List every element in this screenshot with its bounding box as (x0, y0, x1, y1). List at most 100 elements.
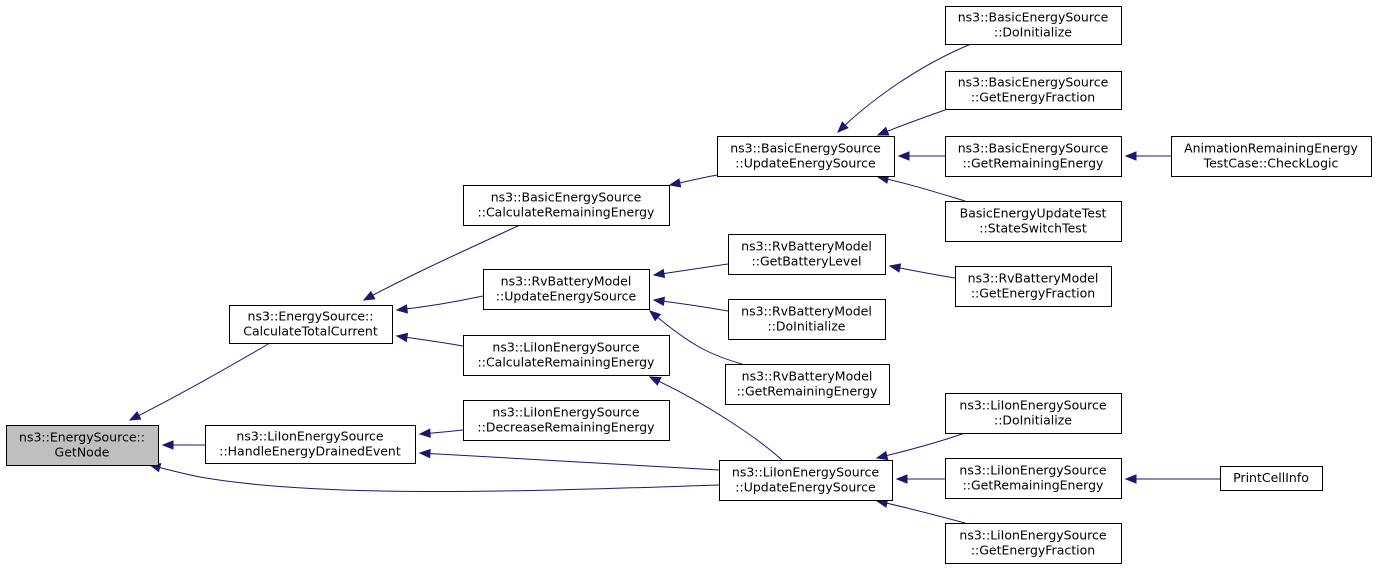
arrowhead (1124, 151, 1137, 161)
node-box (945, 523, 1122, 564)
node-label: ns3::RvBatteryModel (501, 274, 632, 289)
arrowhead (652, 296, 665, 306)
node-ns3-liionenergysource-updateenergysource[interactable]: ns3::LiIonEnergySource::UpdateEnergySour… (719, 460, 893, 501)
node-label: ::GetRemainingEnergy (737, 384, 878, 399)
edge-n4-to-n1 (395, 295, 484, 314)
node-label: BasicEnergyUpdateTest (960, 206, 1107, 221)
node-label: ::StateSwitchTest (979, 221, 1087, 236)
edge-n13-to-n7 (876, 109, 946, 136)
edge-line (877, 109, 946, 136)
arrowhead (128, 411, 142, 421)
edge-line (649, 310, 743, 365)
node-box (463, 400, 670, 441)
node-ns3-basicenergysource-getremainingenergy[interactable]: ns3::BasicEnergySource::GetRemainingEner… (945, 136, 1122, 177)
node-label: ns3::RvBatteryModel (741, 304, 872, 319)
node-ns3-rvbatterymodel-getenergyfraction[interactable]: ns3::RvBatteryModel::GetEnergyFraction (955, 266, 1112, 307)
arrowhead (418, 428, 431, 438)
edge-n7-to-n3 (668, 174, 718, 188)
edge-n11-to-n0 (148, 463, 720, 493)
node-label: ::HandleEnergyDrainedEvent (219, 444, 401, 459)
node-label: ns3::EnergySource:: (248, 309, 374, 324)
edge-n1-to-n0 (128, 342, 271, 421)
node-label: ::CalculateRemainingEnergy (478, 205, 656, 220)
node-ns3-liionenergysource-getenergyfraction[interactable]: ns3::LiIonEnergySource::GetEnergyFractio… (945, 523, 1122, 564)
node-ns3-rvbatterymodel-getremainingenergy[interactable]: ns3::RvBatteryModel::GetRemainingEnergy (725, 364, 890, 405)
node-label: ns3::LiIonEnergySource (236, 429, 384, 444)
node-box (945, 201, 1122, 242)
arrowhead (395, 332, 409, 343)
arrowhead (895, 474, 908, 484)
node-label: ns3::RvBatteryModel (741, 239, 872, 254)
arrowhead (652, 268, 666, 279)
node-printcellinfo[interactable]: PrintCellInfo (1220, 466, 1323, 491)
node-basicenergyupdatetest-stateswitchtest[interactable]: BasicEnergyUpdateTest::StateSwitchTest (945, 201, 1122, 242)
node-label: ns3::BasicEnergySource (958, 10, 1109, 25)
edge-n6-to-n2 (418, 428, 464, 438)
node-ns3-energysource-calculatetotalcurrent[interactable]: ns3::EnergySource::CalculateTotalCurrent (229, 305, 393, 344)
edge-n18-to-n11 (895, 474, 945, 484)
arrowhead (837, 121, 849, 133)
node-label: ::GetEnergyFraction (971, 286, 1095, 301)
node-box (728, 299, 886, 340)
node-label: ::GetRemainingEnergy (963, 478, 1104, 493)
edge-n10-to-n4 (648, 310, 743, 365)
node-ns3-liionenergysource-calculateremainingenergy[interactable]: ns3::LiIonEnergySource::CalculateRemaini… (463, 335, 670, 376)
edge-n20-to-n14 (1124, 151, 1171, 161)
node-box (955, 266, 1112, 307)
node-label: AnimationRemainingEnergy (1184, 141, 1358, 156)
node-ns3-rvbatterymodel-updateenergysource[interactable]: ns3::RvBatteryModel::UpdateEnergySource (483, 269, 650, 310)
node-label: ::UpdateEnergySource (735, 480, 876, 495)
node-label: ns3::LiIonEnergySource (492, 340, 640, 355)
node-ns3-basicenergysource-getenergyfraction[interactable]: ns3::BasicEnergySource::GetEnergyFractio… (945, 71, 1122, 110)
edge-line (876, 432, 966, 459)
node-label: ::DoInitialize (994, 25, 1072, 40)
node-box (463, 185, 670, 226)
edge-line (419, 452, 720, 471)
edge-n21-to-n18 (1124, 474, 1220, 484)
arrowhead (161, 440, 174, 450)
edge-line (149, 464, 720, 493)
arrowhead (418, 448, 431, 459)
node-box (945, 458, 1122, 499)
edge-n3-to-n1 (362, 224, 521, 301)
arrowhead (876, 126, 890, 136)
node-ns3-rvbatterymodel-getbatterylevel[interactable]: ns3::RvBatteryModel::GetBatteryLevel (728, 234, 886, 275)
node-label: ::UpdateEnergySource (735, 156, 876, 171)
arrowhead (888, 263, 902, 273)
node-ns3-basicenergysource-calculateremainingenergy[interactable]: ns3::BasicEnergySource::CalculateRemaini… (463, 185, 670, 226)
node-label: ns3::BasicEnergySource (491, 190, 642, 205)
node-box (6, 425, 159, 466)
edge-line (396, 295, 484, 311)
node-ns3-liionenergysource-getremainingenergy[interactable]: ns3::LiIonEnergySource::GetRemainingEner… (945, 458, 1122, 499)
node-box (229, 305, 393, 344)
node-box (725, 364, 890, 405)
node-label: TestCase::CheckLogic (1203, 156, 1339, 171)
node-label: ns3::BasicEnergySource (958, 141, 1109, 156)
node-box (945, 6, 1122, 45)
node-box (945, 136, 1122, 177)
node-label: ::GetEnergyFraction (971, 90, 1095, 105)
node-ns3-energysource-getnode[interactable]: ns3::EnergySource::GetNode (6, 425, 159, 466)
node-label: ::GetBatteryLevel (752, 254, 862, 269)
arrowhead (668, 178, 682, 188)
node-label: ::GetRemainingEnergy (963, 156, 1104, 171)
node-ns3-rvbatterymodel-doinitialize[interactable]: ns3::RvBatteryModel::DoInitialize (728, 299, 886, 340)
node-label: ns3::LiIonEnergySource (959, 463, 1107, 478)
edge-n2-to-n0 (161, 440, 205, 450)
node-label: ns3::BasicEnergySource (958, 75, 1109, 90)
node-box (719, 460, 893, 501)
node-label: ns3::RvBatteryModel (968, 271, 1099, 286)
node-ns3-liionenergysource-decreaseremainingenergy[interactable]: ns3::LiIonEnergySource::DecreaseRemainin… (463, 400, 670, 441)
node-label: GetNode (55, 445, 110, 460)
node-ns3-basicenergysource-doinitialize[interactable]: ns3::BasicEnergySource::DoInitialize (945, 6, 1122, 45)
node-ns3-liionenergysource-handleenergydrainedevent[interactable]: ns3::LiIonEnergySource::HandleEnergyDrai… (205, 425, 416, 464)
node-ns3-basicenergysource-updateenergysource[interactable]: ns3::BasicEnergySource::UpdateEnergySour… (717, 136, 895, 177)
node-ns3-liionenergysource-doinitialize[interactable]: ns3::LiIonEnergySource::DoInitialize (945, 393, 1122, 434)
node-label: ns3::LiIonEnergySource (959, 528, 1107, 543)
edge-line (653, 263, 729, 276)
node-animationremainingenergy-testcase-checklogic[interactable]: AnimationRemainingEnergyTestCase::CheckL… (1171, 136, 1372, 177)
node-box (463, 335, 670, 376)
edge-line (649, 376, 783, 461)
node-box (728, 234, 886, 275)
